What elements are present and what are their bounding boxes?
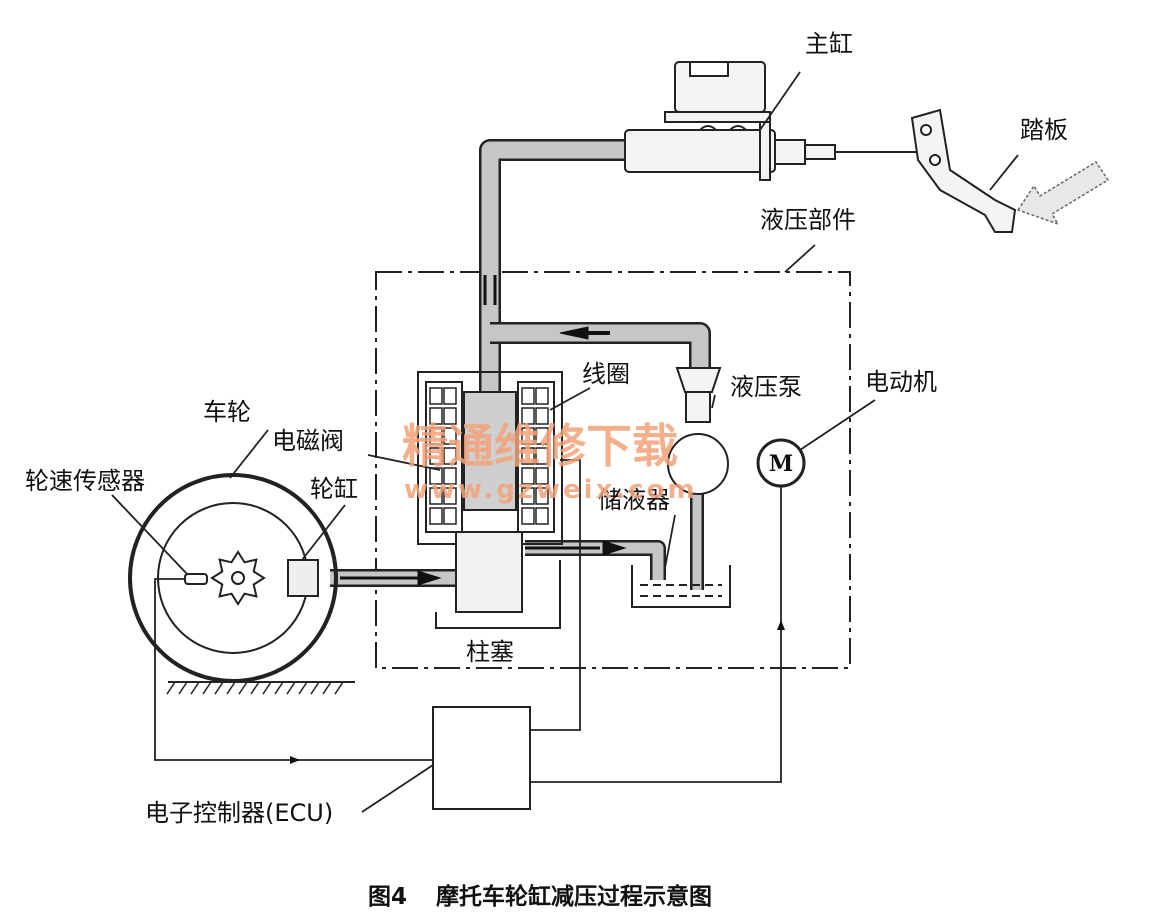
- wheel-speed-sensor: [184, 573, 208, 585]
- coil-cell: [429, 467, 443, 485]
- ground-hatch: [274, 681, 284, 695]
- coil-cell: [429, 387, 443, 405]
- coil-cell: [443, 447, 457, 465]
- hydraulic-pump: [667, 367, 729, 495]
- coil-cell: [521, 387, 535, 405]
- coil-cell: [443, 487, 457, 505]
- label-wheel: 车轮: [203, 398, 251, 426]
- master-cylinder: [624, 61, 836, 181]
- label-ecu: 电子控制器(ECU): [145, 799, 333, 827]
- label-plunger: 柱塞: [466, 638, 514, 666]
- reservoir: [631, 565, 731, 608]
- ground-hatch: [334, 681, 344, 695]
- watermark-text: 精通维修下载: [402, 419, 678, 473]
- ground-hatch: [298, 681, 308, 695]
- label-wheel-cylinder: 轮缸: [310, 475, 358, 503]
- label-master-cylinder: 主缸: [805, 30, 853, 58]
- coil-cell: [521, 467, 535, 485]
- ground-hatch: [250, 681, 260, 695]
- coil-windings: [429, 387, 549, 525]
- gear-hub: [231, 571, 245, 585]
- hydraulic-unit-box: [375, 271, 851, 669]
- coil-cell: [521, 447, 535, 465]
- ground-hatch: [202, 681, 212, 695]
- label-hydraulic-pump: 液压泵: [730, 373, 802, 401]
- coil-cell: [521, 507, 535, 525]
- ground-hatch: [310, 681, 320, 695]
- coil-cell: [535, 447, 549, 465]
- ground: [166, 681, 355, 695]
- label-coil: 线圈: [582, 360, 630, 388]
- coil-cell: [443, 507, 457, 525]
- coil-cell: [535, 507, 549, 525]
- ground-hatch: [166, 681, 176, 695]
- coil-cell: [521, 427, 535, 445]
- wire-arrows: [290, 620, 785, 764]
- caption-title: 摩托车轮缸减压过程示意图: [436, 883, 712, 910]
- ground-hatch: [178, 681, 188, 695]
- wheel: [128, 473, 338, 683]
- coil-cell: [535, 487, 549, 505]
- coil-cell: [429, 487, 443, 505]
- force-arrow: [1016, 160, 1110, 226]
- coil-cell: [443, 427, 457, 445]
- ground-hatch: [226, 681, 236, 695]
- ground-hatch: [322, 681, 332, 695]
- leader-lines: [111, 71, 1019, 813]
- label-motor: 电动机: [865, 368, 937, 396]
- brake-pedal: [910, 108, 1017, 233]
- motor-symbol: M: [769, 451, 793, 477]
- coil-cell: [535, 407, 549, 425]
- motor: M: [756, 438, 806, 488]
- coil-cell: [521, 407, 535, 425]
- coil-cell: [429, 427, 443, 445]
- coil-cell: [535, 427, 549, 445]
- label-wheel-speed-sensor: 轮速传感器: [25, 467, 145, 495]
- ecu-box: [432, 706, 531, 810]
- caption-figure-number: 图4: [368, 884, 407, 910]
- solenoid-valve: [417, 371, 563, 629]
- label-solenoid-valve: 电磁阀: [272, 427, 344, 455]
- ground-hatch: [238, 681, 248, 695]
- coil-cell: [521, 487, 535, 505]
- coil-cell: [429, 407, 443, 425]
- ground-hatch: [214, 681, 224, 695]
- coil-cell: [443, 387, 457, 405]
- coil-cell: [535, 387, 549, 405]
- ground-hatch: [262, 681, 272, 695]
- label-reservoir: 储液器: [598, 486, 670, 514]
- ground-hatch: [190, 681, 200, 695]
- label-pedal: 踏板: [1020, 116, 1068, 144]
- hydraulic-pipes: [330, 139, 711, 590]
- tone-ring-gear: [210, 550, 266, 606]
- watermark-url: www.gzweix.com: [404, 475, 698, 505]
- coil-cell: [443, 407, 457, 425]
- coil-cell: [535, 467, 549, 485]
- coil-cell: [429, 507, 443, 525]
- flow-arrows: [340, 275, 627, 586]
- coil-cell: [429, 447, 443, 465]
- coil-cell: [443, 467, 457, 485]
- ground-hatch: [286, 681, 296, 695]
- label-hydraulic-unit: 液压部件: [760, 206, 856, 234]
